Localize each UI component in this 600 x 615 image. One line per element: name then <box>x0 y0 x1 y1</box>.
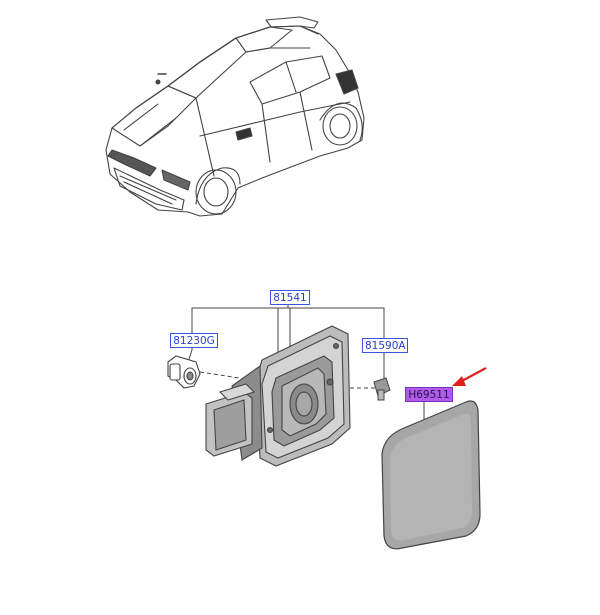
red-arrow-icon <box>452 367 487 386</box>
part-label-81230g[interactable]: 81230G <box>170 333 218 348</box>
part-label-81541[interactable]: 81541 <box>270 290 310 305</box>
fuel-door-cover-part <box>381 400 481 550</box>
car-line-art-icon <box>105 16 365 217</box>
fuel-filler-housing <box>205 325 351 467</box>
bumper-part <box>373 377 391 401</box>
part-label-h69511[interactable]: H69511 <box>405 387 453 402</box>
actuator-part <box>167 355 201 389</box>
part-label-81590a[interactable]: 81590A <box>362 338 408 353</box>
